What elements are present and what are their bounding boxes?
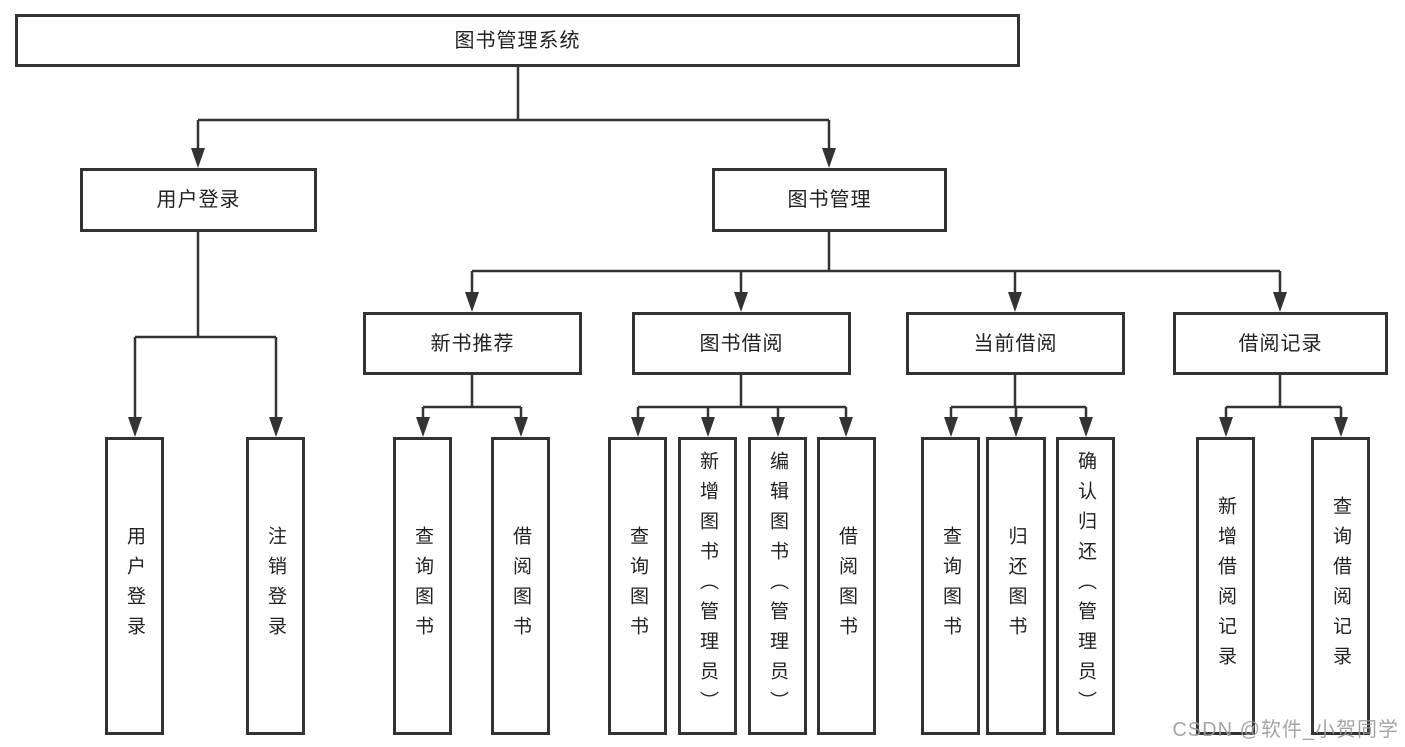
connector-current-borrowing-to-leaves — [944, 375, 1093, 437]
arrowhead-icon — [631, 417, 645, 437]
connector-borrowing-records-to-leaves — [1219, 375, 1348, 437]
node-br-query-record: 查询借阅记录 — [1311, 437, 1370, 735]
node-library-management-system: 图书管理系统 — [15, 14, 1020, 67]
arrowhead-icon — [1273, 292, 1287, 312]
node-label: 查询图书 — [412, 526, 433, 646]
node-label: 借阅图书 — [836, 526, 857, 646]
node-user-login-leaf: 用户登录 — [105, 437, 164, 735]
connector-new-book-recommend-to-leaves — [416, 375, 528, 437]
connector-root-to-level2 — [191, 67, 836, 168]
node-bb-query-books: 查询图书 — [608, 437, 667, 735]
node-book-management: 图书管理 — [712, 168, 947, 232]
node-label: 归还图书 — [1005, 526, 1027, 646]
arrowhead-icon — [944, 417, 958, 437]
node-cb-query-books: 查询图书 — [921, 437, 980, 735]
node-cb-confirm-return-admin: 确认归还（管理员） — [1056, 437, 1115, 735]
arrowhead-icon — [701, 417, 715, 437]
arrowhead-icon — [1219, 417, 1233, 437]
node-bb-edit-books-admin: 编辑图书（管理员） — [748, 437, 807, 735]
node-label: 编辑图书（管理员） — [767, 451, 788, 721]
node-label: 确认归还（管理员） — [1075, 451, 1096, 721]
node-cb-return-books: 归还图书 — [986, 437, 1046, 735]
arrowhead-icon — [1009, 417, 1023, 437]
node-label: 查询借阅记录 — [1330, 496, 1351, 676]
node-label: 查询图书 — [627, 526, 648, 646]
arrowhead-icon — [128, 417, 142, 437]
arrowhead-icon — [1008, 292, 1022, 312]
node-bb-borrow-books: 借阅图书 — [817, 437, 876, 735]
connector-book-management-to-level3 — [465, 232, 1287, 312]
connector-user-login-to-leaves — [128, 232, 283, 437]
node-bb-add-books-admin: 新增图书（管理员） — [678, 437, 737, 735]
arrowhead-icon — [191, 148, 205, 168]
arrowhead-icon — [839, 417, 853, 437]
node-label: 查询图书 — [940, 526, 961, 646]
node-label: 用户登录 — [124, 526, 145, 646]
arrowhead-icon — [514, 417, 528, 437]
node-borrowing-records: 借阅记录 — [1173, 312, 1388, 375]
node-br-add-record: 新增借阅记录 — [1196, 437, 1255, 735]
node-label: 注销登录 — [265, 526, 286, 646]
node-book-borrowing: 图书借阅 — [632, 312, 851, 375]
csdn-watermark: CSDN @软件_小贺同学 — [1172, 719, 1399, 741]
node-nbr-borrow-books: 借阅图书 — [491, 437, 550, 735]
arrowhead-icon — [822, 148, 836, 168]
node-label: 借阅图书 — [510, 526, 531, 646]
node-current-borrowing: 当前借阅 — [906, 312, 1125, 375]
arrowhead-icon — [1334, 417, 1348, 437]
arrowhead-icon — [1079, 417, 1093, 437]
node-label: 新增借阅记录 — [1215, 496, 1236, 676]
node-nbr-query-books: 查询图书 — [393, 437, 452, 735]
node-new-book-recommend: 新书推荐 — [363, 312, 582, 375]
node-logout-leaf: 注销登录 — [246, 437, 305, 735]
node-label: 新增图书（管理员） — [697, 451, 718, 721]
arrowhead-icon — [416, 417, 430, 437]
arrowhead-icon — [465, 292, 479, 312]
connector-book-borrowing-to-leaves — [631, 375, 853, 437]
arrowhead-icon — [771, 417, 785, 437]
arrowhead-icon — [269, 417, 283, 437]
node-user-login: 用户登录 — [80, 168, 317, 232]
arrowhead-icon — [734, 292, 748, 312]
